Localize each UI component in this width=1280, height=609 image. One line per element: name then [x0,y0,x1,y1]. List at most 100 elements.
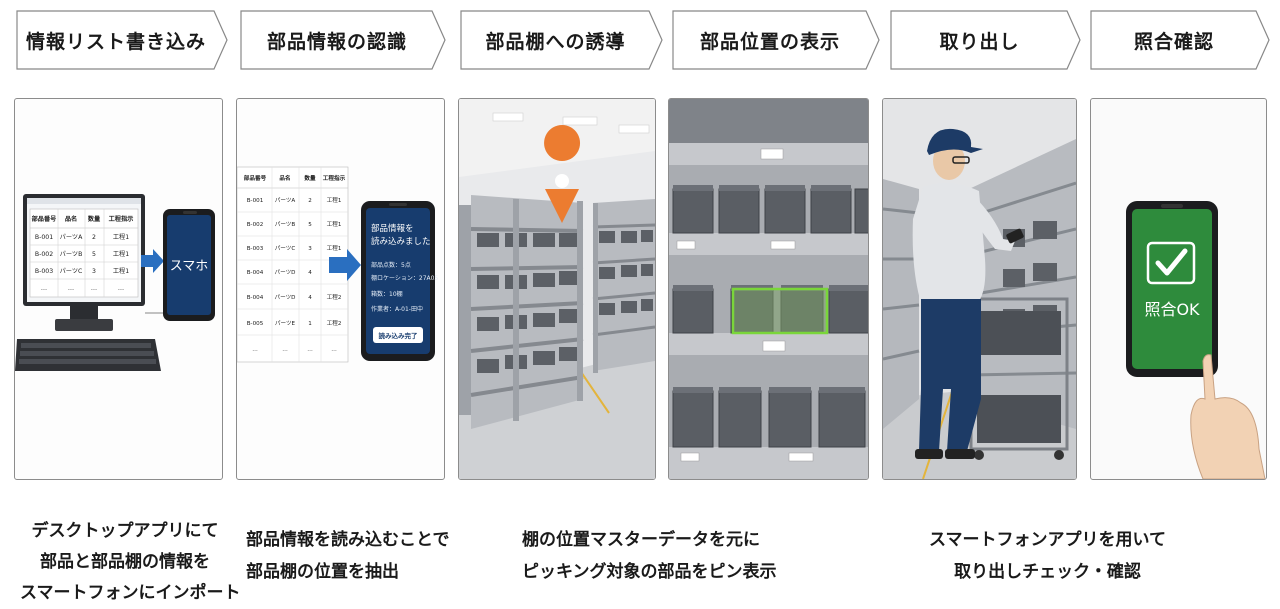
arrow-right-icon [141,249,164,273]
caption-line: デスクトップアプリにて [31,521,219,541]
desktop-cell: 工程1 [113,250,129,258]
parts-header-0: 部品番号 [244,174,267,182]
phone-line-2: 棚ロケーション：27A05 [371,274,438,282]
parts-cell: 3 [308,246,312,252]
ceiling-lights [492,112,650,134]
panel-picking [882,98,1077,480]
parts-cell: … [252,347,258,353]
parts-cell: 4 [308,270,312,276]
load-complete-button[interactable] [373,327,423,343]
desktop-cell: パーツA [60,234,83,241]
parts-cell: 5 [308,222,312,228]
right-shelf [592,199,655,373]
smartphone: スマホ [163,209,215,321]
desktop-header-1: 品名 [65,215,77,223]
desktop-header-0: 部品番号 [32,215,57,223]
parts-cell: B-004 [247,270,264,276]
panel-part-location [668,98,869,480]
panel-desktop-import: 部品番号 品名 数量 工程指示 B-001 パーツA 2 工程1 B-002 パ… [14,98,223,480]
picking-cart [969,297,1069,460]
parts-header-3: 工程指示 [323,174,346,182]
parts-cell: B-005 [247,321,264,327]
caption-line: 部品情報を読み込むことで [246,530,450,550]
caption-4: スマートフォンアプリを用いて 取り出しチェック・確認 [910,524,1185,588]
step-5-label: 取り出し [939,30,1020,53]
desktop-header-2: 数量 [88,215,101,223]
match-ok-label: 照合OK [1144,300,1200,319]
parts-header-1: 品名 [279,174,290,182]
parts-cell: パーツE [275,320,296,327]
highlighted-bins [733,289,827,333]
caption-line: ピッキング対象の部品をピン表示 [522,562,777,582]
desktop-cell: B-001 [35,234,53,241]
panel-match-confirm: 照合OK [1090,98,1267,480]
keyboard [15,339,161,371]
parts-cell: パーツA [275,197,296,204]
smartphone-parts-info: 部品情報を 読み込みました 部品点数：5点 棚ロケーション：27A05 箱数：1… [361,201,438,361]
desktop-cell: … [41,285,47,292]
phone-title-1: 部品情報を [371,223,414,234]
parts-cell: B-002 [247,222,264,228]
caption-2: 部品情報を読み込むことで 部品棚の位置を抽出 [246,524,476,588]
parts-cell: 工程1 [327,220,342,228]
parts-cell: B-004 [247,295,264,301]
step-2-label: 部品情報の認識 [266,30,407,53]
caption-line: 部品棚の位置を抽出 [246,562,399,582]
parts-header-2: 数量 [304,174,316,182]
parts-cell: 工程1 [327,196,342,204]
step-6: 照合確認 [1090,10,1270,70]
step-4-label: 部品位置の表示 [699,30,840,53]
step-4: 部品位置の表示 [672,10,880,70]
step-1: 情報リスト書き込み [16,10,228,70]
desktop-cell: 3 [92,268,96,275]
parts-cell: 1 [308,321,312,327]
caption-line: 取り出しチェック・確認 [954,562,1141,582]
parts-cell: … [307,347,313,353]
step-3-label: 部品棚への誘導 [485,30,626,53]
parts-cell: 工程2 [327,319,342,327]
check-icon [1155,248,1188,276]
caption-line: 棚の位置マスターデータを元に [522,530,760,550]
desktop-header-3: 工程指示 [109,215,134,223]
left-shelf [883,179,920,429]
parts-cell: B-001 [247,198,264,204]
panel-parts-recognition: 部品番号 品名 数量 工程指示 B-001 パーツA 2 工程1 B-002 パ… [236,98,445,480]
desktop-cell: パーツC [60,268,83,275]
worker [912,128,1024,459]
desktop-cell: 工程1 [113,267,129,275]
right-shelf [968,139,1076,429]
smartphone-ok: 照合OK [1126,201,1218,377]
arrow-right-icon [329,249,361,281]
parts-cell: パーツB [275,221,296,228]
parts-cell: 工程1 [327,244,342,252]
desktop-cell: パーツB [60,251,83,258]
parts-cell: パーツD [275,294,296,301]
desktop-cell: B-002 [35,251,53,258]
desktop-cell: 2 [92,234,96,241]
step-1-label: 情報リスト書き込み [25,30,206,53]
parts-cell: 4 [308,295,312,301]
caption-line: スマートフォンにインポート [20,583,241,603]
parts-cell: B-003 [247,246,264,252]
caption-3: 棚の位置マスターデータを元に ピッキング対象の部品をピン表示 [522,524,802,588]
parts-cell: 工程2 [327,293,342,301]
desktop-table: 部品番号 品名 数量 工程指示 B-001 パーツA 2 工程1 B-002 パ… [29,208,139,298]
step-2: 部品情報の認識 [240,10,446,70]
caption-line: 部品と部品棚の情報を [40,552,210,572]
phone-line-3: 箱数：10棚 [371,290,403,298]
phone-title-2: 読み込みました [371,236,431,247]
desktop-cell: B-003 [35,268,53,275]
pointing-hand [1190,354,1266,479]
shelf-labels [676,148,814,462]
desktop-cell: … [68,285,74,292]
phone-line-4: 作業者：A-01-田中 [371,305,423,313]
load-complete-button-label: 読み込み完了 [379,331,418,340]
step-6-label: 照合確認 [1133,30,1214,53]
parts-cell: … [331,347,337,353]
phone-line-1: 部品点数：5点 [371,261,411,269]
parts-cell: パーツD [275,269,296,276]
parts-cell: パーツC [275,245,296,252]
panel-shelf-guidance [458,98,656,480]
desktop-cell: 5 [92,251,96,258]
desktop-cell: … [118,285,124,292]
